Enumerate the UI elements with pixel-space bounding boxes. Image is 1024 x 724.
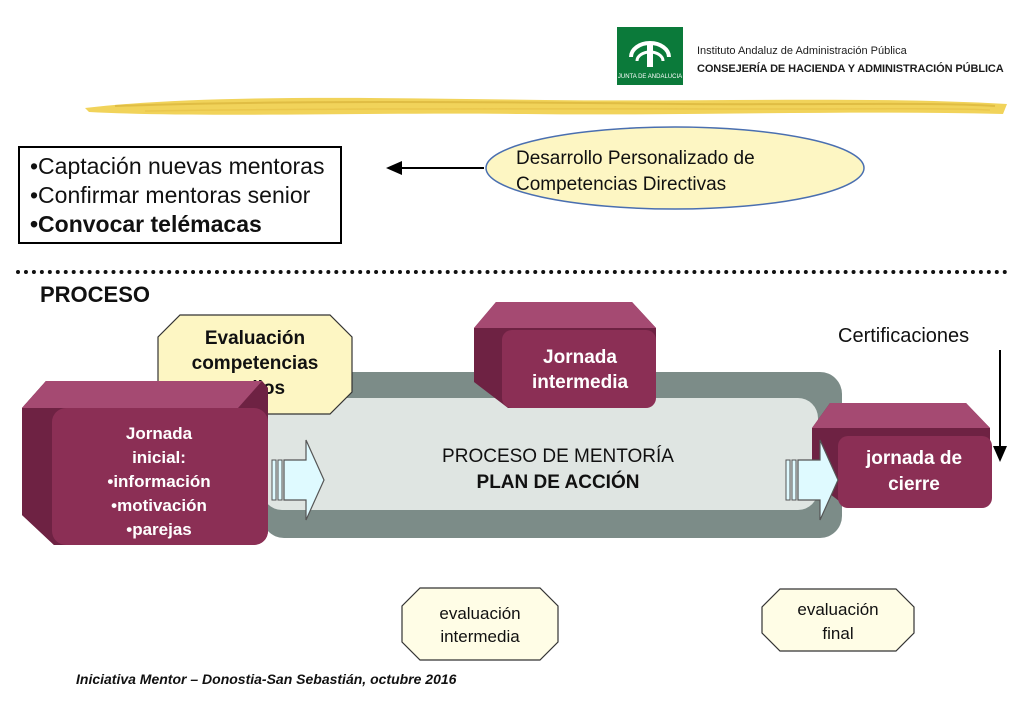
eval-comp-line-3: estilos xyxy=(224,378,286,399)
jini-line-4: •motivación xyxy=(111,496,207,515)
certificaciones-arrow-icon xyxy=(993,350,1007,462)
dotted-divider xyxy=(16,270,1008,274)
junta-andalucia-logo: JUNTA DE ANDALUCIA xyxy=(617,27,683,85)
jint-line-2: intermedia xyxy=(531,372,629,393)
footer-caption: Iniciativa Mentor – Donostia-San Sebasti… xyxy=(76,671,457,687)
jini-line-3: •información xyxy=(107,472,211,491)
certificaciones-label: Certificaciones xyxy=(838,325,970,347)
evaluacion-final-label: evaluación final xyxy=(762,598,914,646)
jini-line-1: Jornada xyxy=(125,424,193,443)
jornada-intermedia-block xyxy=(474,302,656,408)
eval-comp-line-2: competencias xyxy=(191,353,319,374)
institute-name: Instituto Andaluz de Administración Públ… xyxy=(697,45,907,57)
arrow-left-icon xyxy=(386,161,484,175)
brush-stroke-decoration xyxy=(85,97,1007,115)
proceso-mentoria-label: PROCESO DE MENTORÍA xyxy=(442,446,674,467)
task-list-box: •Captación nuevas mentoras •Confirmar me… xyxy=(18,146,342,244)
council-name: CONSEJERÍA DE HACIENDA Y ADMINISTRACIÓN … xyxy=(697,63,1004,75)
jcierre-line-2: cierre xyxy=(888,474,940,495)
block-arrow-right-icon xyxy=(785,439,839,521)
program-line-2: Competencias Directivas xyxy=(516,174,727,195)
logo-caption: JUNTA DE ANDALUCIA xyxy=(618,74,682,80)
program-label: Desarrollo Personalizado de Competencias… xyxy=(516,146,755,198)
jornada-cierre-label: jornada de cierre xyxy=(838,446,990,498)
jornada-cierre-block xyxy=(812,403,992,508)
program-line-1: Desarrollo Personalizado de xyxy=(516,148,755,169)
task-item-captacion: •Captación nuevas mentoras xyxy=(30,153,325,179)
task-item-convocar: •Convocar telémacas xyxy=(30,211,262,237)
jcierre-line-1: jornada de xyxy=(865,448,963,469)
eval-comp-line-1: Evaluación xyxy=(204,328,306,349)
process-band xyxy=(262,372,842,538)
task-item-confirmar: •Confirmar mentoras senior xyxy=(30,182,311,208)
evaluacion-intermedia-label: evaluación intermedia xyxy=(402,602,558,648)
evaluacion-competencias-label: Evaluación competencias estilos xyxy=(160,326,350,401)
section-title: PROCESO xyxy=(40,282,151,307)
jornada-intermedia-label: Jornada intermedia xyxy=(508,345,652,395)
jint-line-1: Jornada xyxy=(543,347,617,368)
jini-line-2: inicial: xyxy=(132,448,186,467)
ev-fin-line-1: evaluación xyxy=(797,600,879,619)
program-ellipse xyxy=(485,126,865,210)
ev-int-line-2: intermedia xyxy=(440,627,520,646)
plan-accion-label: PLAN DE ACCIÓN xyxy=(476,472,640,493)
evaluacion-final-octagon xyxy=(761,588,915,652)
evaluacion-intermedia-octagon xyxy=(401,587,559,661)
ev-int-line-1: evaluación xyxy=(439,604,521,623)
jornada-inicial-label: Jornada inicial: •información •motivació… xyxy=(60,422,258,542)
block-arrow-left-icon xyxy=(271,439,325,521)
jini-line-5: •parejas xyxy=(126,520,192,539)
ev-fin-line-2: final xyxy=(822,624,854,643)
